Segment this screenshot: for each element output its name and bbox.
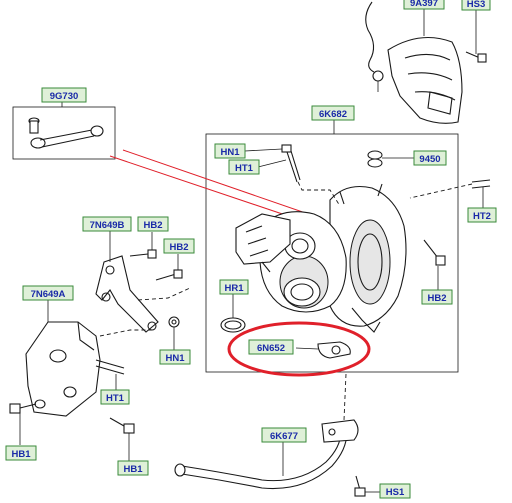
svg-text:HT1: HT1 [235, 163, 254, 174]
bolt-hb2-right [423, 239, 446, 266]
svg-text:7N649B: 7N649B [90, 220, 125, 231]
oil-feed-pipe [365, 1, 375, 73]
label-hb2-right[interactable]: HB2 [421, 289, 453, 305]
leader-ht1-top [257, 159, 287, 168]
label-6k682[interactable]: 6K682 [311, 105, 355, 121]
stud-inset-frame [12, 106, 116, 160]
label-hr1[interactable]: HR1 [219, 279, 249, 295]
label-ht2[interactable]: HT2 [467, 207, 497, 223]
label-6n652[interactable]: 6N652 [248, 339, 294, 355]
svg-text:HB1: HB1 [11, 449, 31, 460]
oil-return-pipe-6k677 [174, 419, 359, 490]
dash-bracket-b [137, 287, 191, 301]
stud-9g730 [28, 117, 104, 149]
dash-ht2 [409, 183, 473, 199]
highlight-line-upper [122, 149, 321, 219]
svg-text:9450: 9450 [419, 154, 440, 165]
pipe-fitting [372, 70, 384, 82]
screw-hs1 [354, 475, 366, 497]
svg-text:6K677: 6K677 [270, 431, 298, 442]
svg-text:HS1: HS1 [386, 487, 405, 498]
label-hb2-left2[interactable]: HB2 [163, 238, 195, 254]
nut-hn1-bottom [168, 316, 180, 328]
label-hb1-mid[interactable]: HB1 [117, 460, 149, 476]
svg-text:HB2: HB2 [169, 242, 188, 253]
svg-text:HB2: HB2 [143, 220, 162, 231]
hs3-screw [465, 51, 487, 63]
label-hs3[interactable]: HS3 [461, 0, 491, 11]
svg-text:HT2: HT2 [473, 211, 491, 222]
label-9g730[interactable]: 9G730 [41, 87, 87, 103]
heat-shield-9a397 [387, 37, 463, 124]
svg-text:7N649A: 7N649A [31, 289, 66, 300]
gasket-6n652 [295, 341, 351, 359]
svg-text:6K682: 6K682 [319, 109, 347, 120]
label-hb2-left[interactable]: HB2 [137, 216, 169, 232]
bolt-hb1-left [9, 403, 37, 414]
label-hs1[interactable]: HS1 [379, 483, 411, 499]
stud-ht2 [471, 179, 491, 189]
o-ring-hr1-inner [224, 320, 242, 330]
svg-text:HB1: HB1 [123, 464, 143, 475]
bracket-7n649b [95, 255, 159, 333]
bolt-hb2-left2 [155, 269, 183, 281]
svg-text:HT1: HT1 [106, 393, 125, 404]
label-hn1-bottom[interactable]: HN1 [159, 349, 191, 365]
leader-hn1-top [244, 148, 283, 152]
label-9450[interactable]: 9450 [413, 150, 447, 166]
label-7n649b[interactable]: 7N649B [82, 216, 132, 232]
label-6k677[interactable]: 6K677 [261, 427, 307, 443]
label-ht1-bottom[interactable]: HT1 [100, 389, 130, 405]
svg-text:HN1: HN1 [220, 147, 240, 158]
bolt-hb1-mid [109, 417, 135, 434]
label-7n649a[interactable]: 7N649A [22, 285, 74, 301]
label-ht1-top[interactable]: HT1 [228, 159, 260, 175]
bolt-hb2-left [129, 249, 157, 259]
svg-text:HS3: HS3 [467, 0, 485, 10]
turbocharger-6k682 [235, 183, 407, 333]
dash-oil-return [343, 373, 347, 421]
svg-text:HR1: HR1 [224, 283, 244, 294]
dash-bracket-a [99, 329, 152, 337]
svg-text:9A397: 9A397 [410, 0, 438, 9]
dash-top [297, 181, 341, 207]
svg-text:9G730: 9G730 [50, 91, 79, 102]
svg-text:HB2: HB2 [427, 293, 446, 304]
heat-shield-tab [427, 91, 453, 115]
gaskets-9450 [367, 150, 383, 168]
label-9a397[interactable]: 9A397 [403, 0, 445, 10]
label-hn1-top[interactable]: HN1 [214, 143, 246, 159]
svg-text:6N652: 6N652 [257, 343, 285, 354]
bracket-7n649a [25, 321, 101, 417]
label-hb1-left[interactable]: HB1 [5, 445, 37, 461]
bolt-ht1-top [281, 144, 301, 183]
gasket-highlight-circle [227, 321, 371, 377]
svg-text:HN1: HN1 [165, 353, 185, 364]
stud-ht1-bottom [95, 359, 125, 375]
